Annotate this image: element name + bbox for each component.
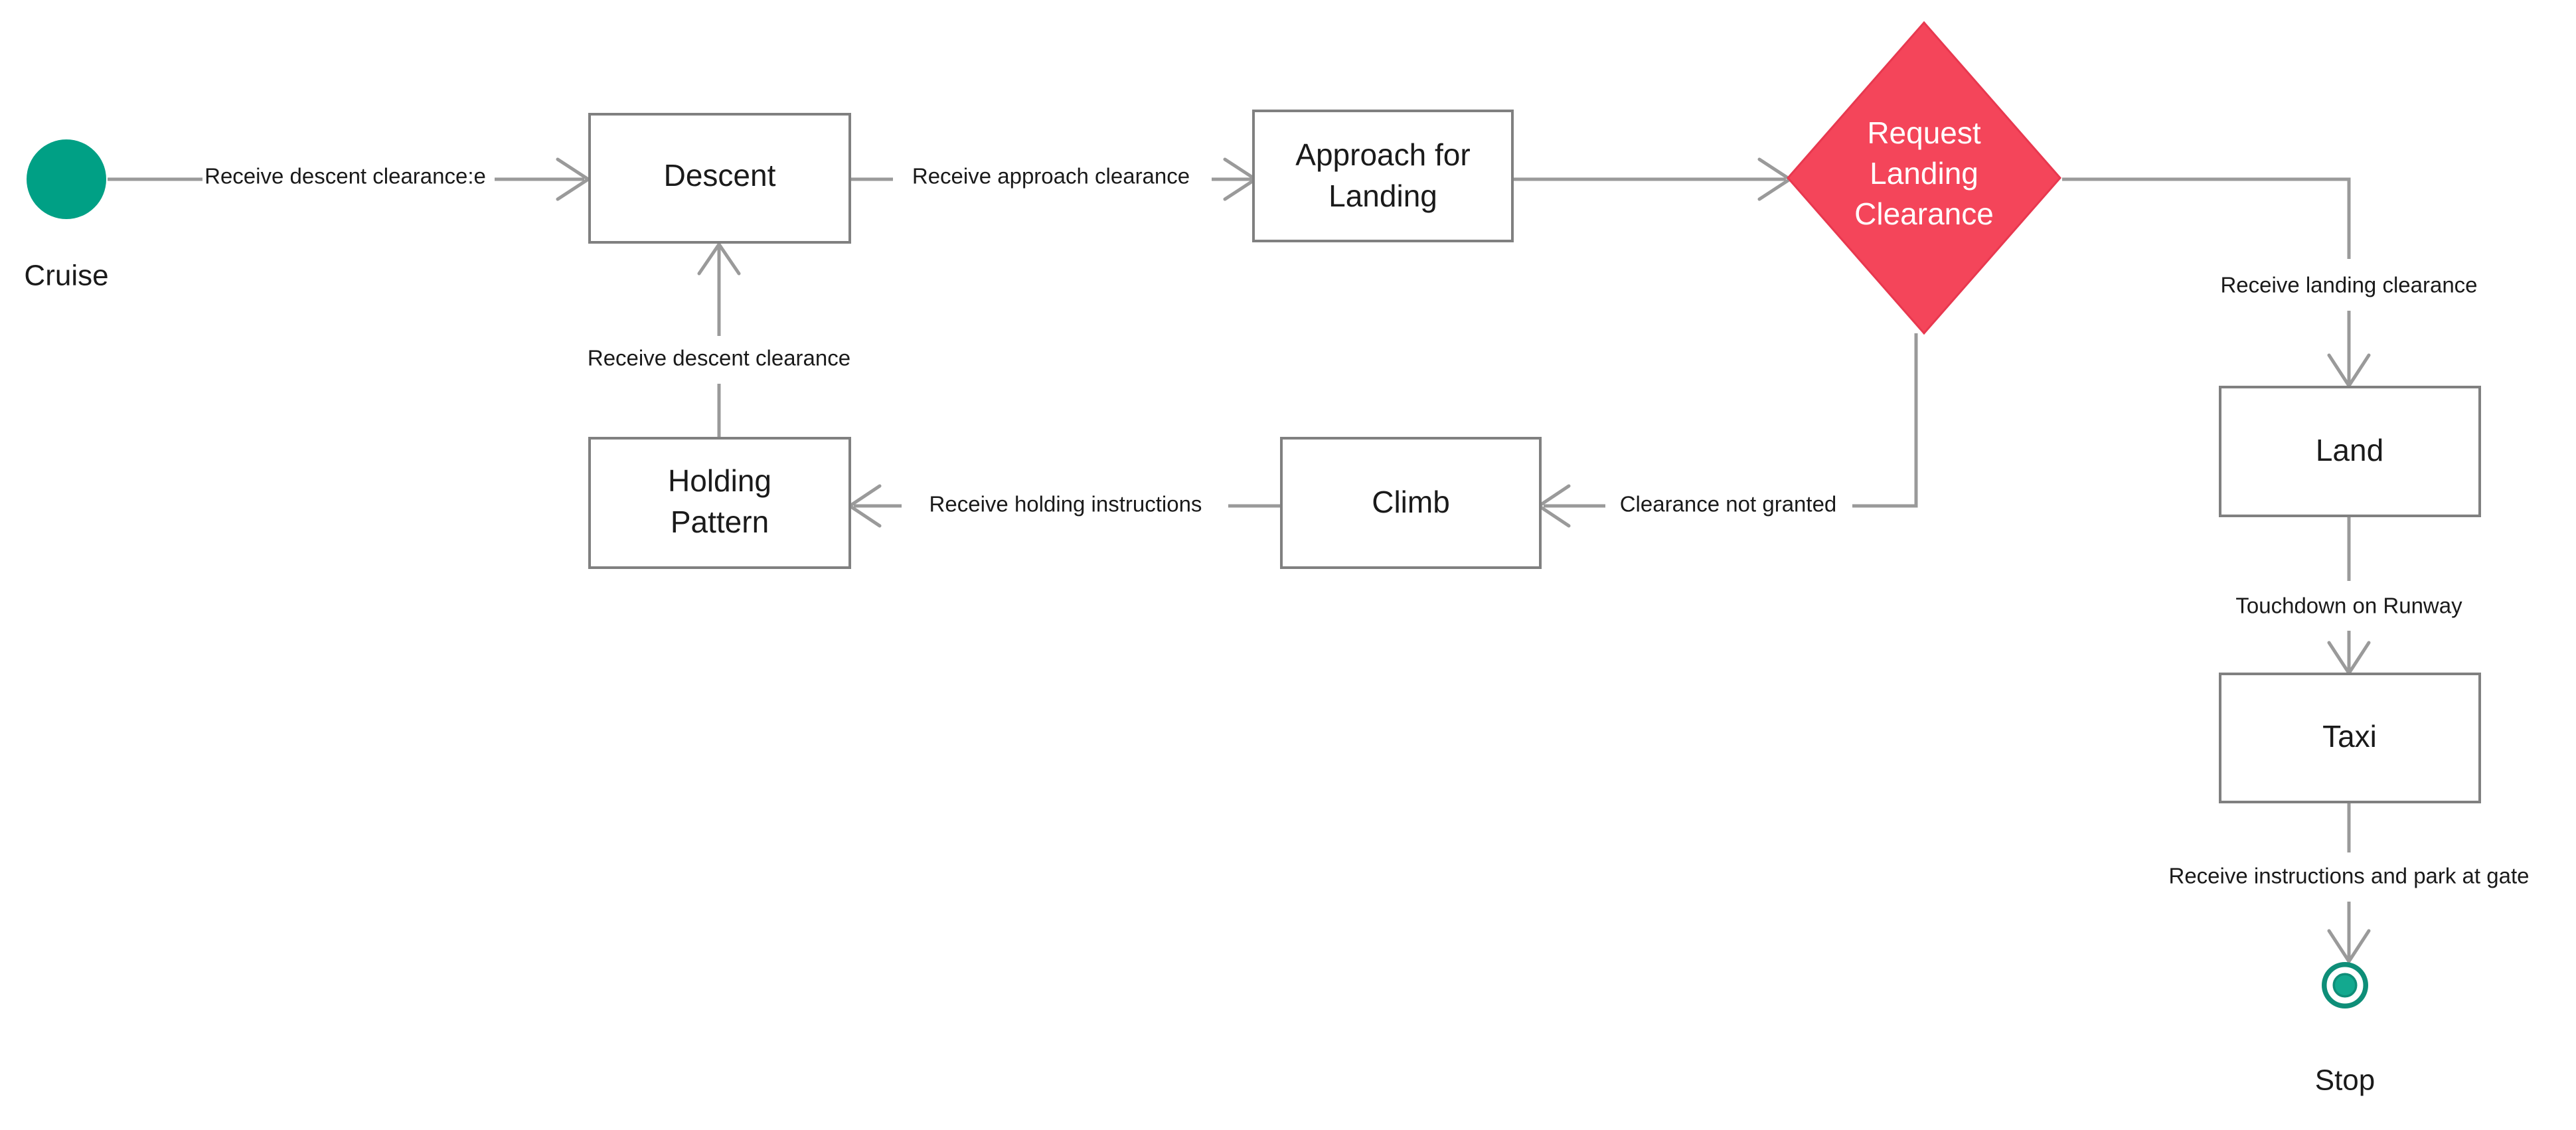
edge-label-descent-to-approach: Receive approach clearance [912,164,1190,189]
node-cruise[interactable]: Cruise [24,139,109,292]
stop-inner-circle-icon [2335,975,2355,995]
node-holding-pattern[interactable]: Holding Pattern [588,437,851,569]
node-label-descent: Descent [664,158,776,193]
edge-climb-to-holding: Receive holding instructions [846,484,1280,528]
edge-label-land-to-taxi: Touchdown on Runway [2235,594,2462,618]
node-climb[interactable]: Climb [1280,437,1542,569]
node-box-taxi[interactable] [2219,673,2481,803]
node-label-decision-line2: Landing [1870,156,1978,191]
node-box-approach-for-landing[interactable] [1252,110,1514,242]
node-taxi[interactable]: Taxi [2219,673,2481,803]
node-label-decision-line3: Clearance [1854,197,1994,231]
node-label-holding-line1: Holding [668,463,771,498]
node-label-stop: Stop [2315,1064,2375,1097]
stop-ring-icon [2326,967,2364,1004]
node-label-holding-line2: Pattern [671,505,769,539]
arrowhead-icon [697,241,741,276]
edge-decision-to-climb: Clearance not granted [1536,333,1918,528]
node-land[interactable]: Land [2219,386,2481,517]
node-label-taxi: Taxi [2322,719,2377,754]
node-request-landing-clearance[interactable]: Request Landing Clearance [1787,21,2061,335]
edge-label-holding-to-descent: Receive descent clearance [588,346,850,370]
node-approach-for-landing[interactable]: Approach for Landing [1252,110,1514,242]
edge-label-decision-to-climb: Clearance not granted [1620,492,1837,517]
node-label-land: Land [2316,433,2383,467]
edge-taxi-to-stop: Receive instructions and park at gate [2169,803,2530,965]
edge-decision-to-land: Receive landing clearance [2062,177,2478,389]
edge-line-segment [2062,177,2351,259]
edge-label-cruise-to-descent: Receive descent clearance:e [204,164,486,189]
edge-cruise-to-descent: Receive descent clearance:e [108,157,592,201]
edge-land-to-taxi: Touchdown on Runway [2235,517,2462,677]
node-label-cruise: Cruise [24,260,108,292]
node-box-descent[interactable] [588,113,851,244]
node-box-holding-pattern[interactable] [588,437,851,569]
node-box-land[interactable] [2219,386,2481,517]
edge-label-decision-to-land: Receive landing clearance [2220,273,2477,297]
decision-diamond-icon[interactable] [1787,21,2061,335]
edge-approach-to-decision [1514,157,1793,201]
node-label-decision-line1: Request [1867,116,1981,150]
node-stop[interactable]: Stop [2315,962,2375,1097]
edge-descent-to-approach: Receive approach clearance [851,157,1259,201]
edge-holding-to-descent: Receive descent clearance [588,241,850,437]
node-label-approach-line1: Approach for [1295,137,1470,172]
edge-label-climb-to-holding: Receive holding instructions [929,492,1202,517]
node-box-climb[interactable] [1280,437,1542,569]
edge-line-segment [1852,333,1918,508]
start-circle-icon[interactable] [27,139,106,219]
node-label-climb: Climb [1372,485,1450,519]
edge-label-taxi-to-stop: Receive instructions and park at gate [2169,864,2530,888]
node-descent[interactable]: Descent [588,113,851,244]
arrowhead-icon [2327,929,2371,965]
node-label-approach-line2: Landing [1328,179,1437,213]
